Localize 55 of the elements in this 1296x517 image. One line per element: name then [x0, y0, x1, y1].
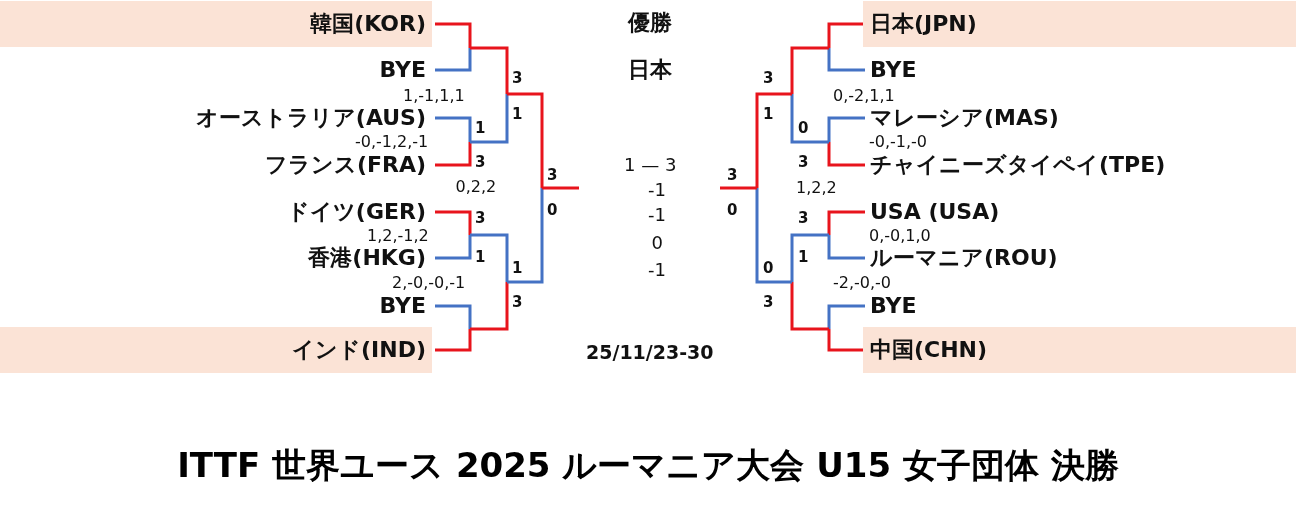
game-score: 0	[651, 234, 663, 252]
team-box: 韓国(KOR)	[0, 1, 432, 47]
match-score: 3	[763, 294, 774, 310]
match-score: 1	[512, 106, 523, 122]
team-box: インド(IND)	[0, 327, 432, 373]
team-name: USA (USA)	[870, 201, 1000, 223]
match-score: 0	[798, 120, 809, 136]
date-range: 25/11/23-30	[586, 342, 714, 362]
team-name: BYE	[870, 295, 917, 317]
match-score: 1	[512, 260, 523, 276]
game-scores: -0,-1,-0	[869, 134, 928, 150]
game-score: -1	[648, 261, 666, 279]
title: ITTF 世界ユース 2025 ルーマニア大会 U15 女子団体 決勝	[176, 448, 1120, 482]
team-name: ドイツ(GER)	[286, 201, 426, 223]
winner-name: 日本	[628, 59, 672, 81]
team-box: 中国(CHN)	[863, 327, 1296, 373]
winner-heading: 優勝	[628, 12, 672, 34]
match-score: 3	[512, 70, 523, 86]
game-scores: 2,-0,-0,-1	[392, 275, 466, 291]
team-name: BYE	[379, 59, 426, 81]
game-scores: 1,-1,1,1	[403, 88, 465, 104]
team-name: 香港(HKG)	[308, 247, 426, 269]
match-score: 3	[763, 70, 774, 86]
game-score: -1	[648, 181, 666, 199]
match-score: 0	[763, 260, 774, 276]
match-score: 1	[475, 249, 486, 265]
game-scores: -2,-0,-0	[833, 275, 892, 291]
game-scores: 0,-2,1,1	[833, 88, 895, 104]
match-score: 3	[475, 210, 486, 226]
match-score: 0	[727, 202, 738, 218]
team-box: 日本(JPN)	[863, 1, 1296, 47]
team-name: マレーシア(MAS)	[870, 107, 1059, 129]
match-score: 3	[475, 154, 486, 170]
final-score: 1 — 3	[624, 156, 677, 174]
game-scores: 0,2,2	[455, 179, 497, 195]
game-scores: 1,2,-1,2	[367, 228, 429, 244]
match-score: 3	[798, 154, 809, 170]
match-score: 1	[798, 249, 809, 265]
game-scores: 1,2,2	[796, 180, 837, 196]
team-name: フランス(FRA)	[264, 154, 426, 176]
match-score: 3	[512, 294, 523, 310]
match-score: 3	[727, 167, 738, 183]
team-name: BYE	[379, 295, 426, 317]
match-score: 1	[763, 106, 774, 122]
team-name: オーストラリア(AUS)	[195, 107, 426, 129]
team-name: チャイニーズタイペイ(TPE)	[870, 154, 1166, 176]
game-scores: -0,-1,2,-1	[355, 134, 429, 150]
match-score: 3	[798, 210, 809, 226]
team-name: BYE	[870, 59, 917, 81]
match-score: 1	[475, 120, 486, 136]
match-score: 3	[547, 167, 558, 183]
match-score: 0	[547, 202, 558, 218]
team-name: ルーマニア(ROU)	[870, 247, 1058, 269]
game-score: -1	[648, 206, 666, 224]
game-scores: 0,-0,1,0	[869, 228, 931, 244]
